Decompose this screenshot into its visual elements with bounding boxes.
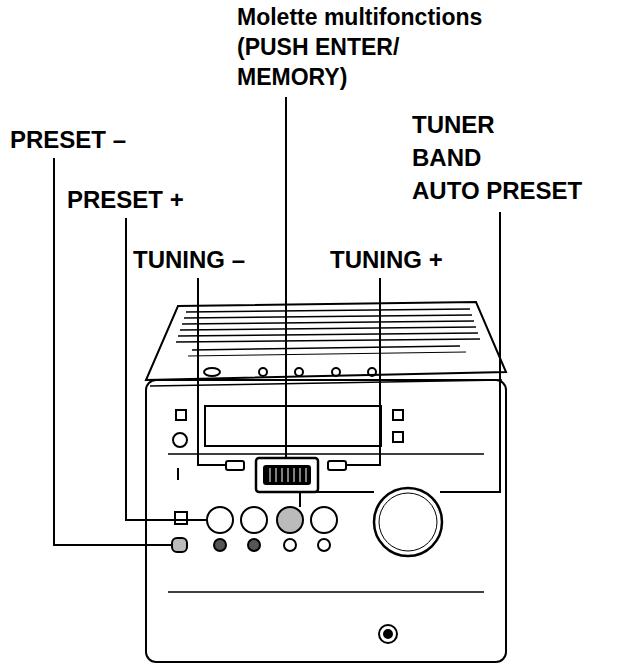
top-buttons [204, 368, 376, 376]
jog-dial-wheel [264, 466, 310, 484]
small-button [318, 539, 330, 551]
power-button [173, 433, 187, 447]
callout-label: PRESET + [67, 185, 184, 215]
disc-slot [192, 346, 460, 350]
jog-dial [256, 458, 318, 492]
display-window [205, 406, 381, 446]
square-button [175, 512, 187, 524]
right-button [393, 432, 403, 442]
preset-minus-button [172, 538, 187, 552]
unit-top [146, 302, 506, 380]
preset-plus-button [207, 507, 233, 533]
leader-line [198, 278, 226, 465]
tuner-band-button [277, 507, 303, 533]
headphone-jack [379, 625, 397, 643]
top-slats [176, 309, 480, 342]
left-button [176, 410, 186, 420]
callout-label: Molette multifonctions (PUSH ENTER/ MEMO… [237, 2, 482, 92]
callout-label: TUNER BAND AUTO PRESET [412, 108, 582, 207]
button [241, 507, 267, 533]
panel-edge [168, 454, 484, 592]
button [311, 507, 337, 533]
headphone-jack-hole [384, 630, 392, 638]
small-button [248, 539, 260, 551]
volume-knob [374, 488, 442, 556]
callout-label: TUNING – [133, 245, 245, 275]
tuning-minus-button [226, 461, 244, 470]
leader-line [285, 97, 287, 458]
small-button [214, 539, 226, 551]
disc-slot-edge [188, 352, 466, 356]
small-button [284, 539, 296, 551]
tuning-plus-button [328, 461, 346, 470]
callout-label: PRESET – [10, 125, 126, 155]
leader-line [346, 278, 380, 465]
leader-line [54, 158, 172, 545]
callout-label: TUNING + [330, 245, 443, 275]
volume-knob-rim [379, 493, 437, 551]
marker [177, 468, 179, 480]
leader-line [300, 212, 500, 507]
right-button [393, 410, 403, 420]
body-edge [150, 380, 502, 386]
